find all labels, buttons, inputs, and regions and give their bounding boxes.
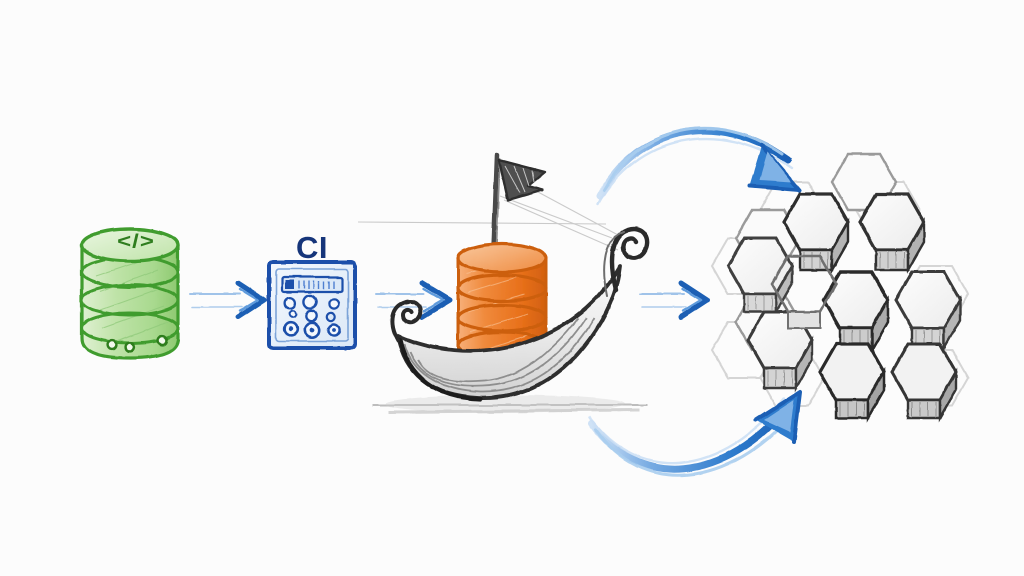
hexagon-prism — [726, 236, 794, 317]
hexagon-prism — [782, 192, 850, 275]
ship-shadow — [372, 395, 648, 414]
curved-arrow-top-deploy — [596, 126, 802, 206]
hexagon-prism — [858, 192, 926, 275]
hexagon-prism — [894, 270, 962, 353]
code-tag-label: </> — [117, 230, 155, 253]
arrow-repository-to-ci — [185, 280, 267, 320]
hexagon-prism — [770, 254, 838, 329]
database-cylinder-icon — [80, 227, 180, 360]
ship-icon — [357, 152, 650, 414]
arrow-ship-to-cluster — [635, 280, 710, 320]
ci-label: CI — [296, 230, 328, 265]
curved-arrow-bottom-feedback — [588, 390, 802, 477]
hexagon-prism — [818, 342, 886, 423]
honeycomb-hexagons-icon — [710, 152, 970, 423]
hexagon-prism — [890, 342, 958, 423]
database-cylinder-icon-orange — [456, 242, 548, 368]
arrow-ci-to-ship — [371, 280, 453, 320]
ship-hull — [396, 264, 622, 402]
pennant-flag-icon — [497, 158, 547, 202]
rigging-lines — [357, 191, 619, 251]
ship-bow-curl — [390, 299, 423, 342]
ship-stern-curl — [603, 226, 650, 297]
server-machine-icon — [267, 260, 357, 350]
hexagon-prism — [822, 270, 890, 355]
